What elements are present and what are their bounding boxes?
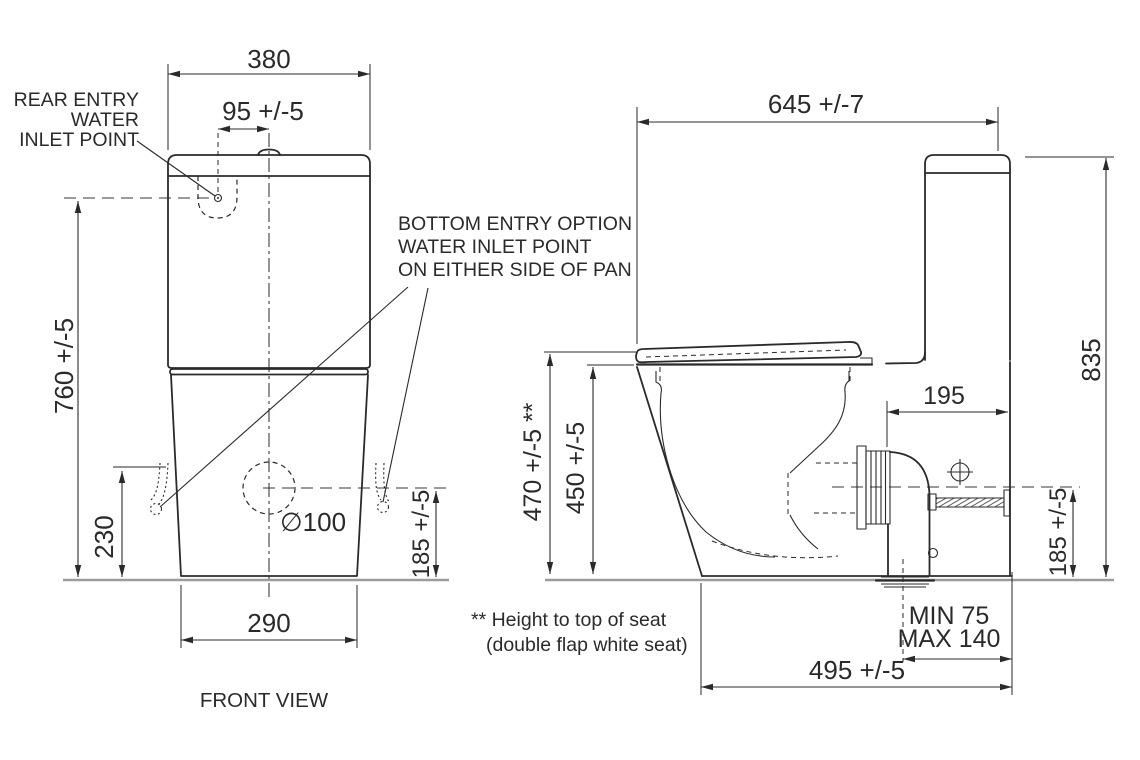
front-hidden-details: [149, 176, 391, 516]
dim-outlet-setout-label: 195: [923, 382, 965, 410]
dim-side-entry-height-label: 185 +/-5: [408, 490, 435, 579]
bowl-inner-front-wall: [655, 371, 776, 558]
dim-tank-width-label: 380: [247, 44, 290, 74]
bottom-entry-leader-right: [382, 287, 429, 503]
side-cistern-base-shoulder: [885, 351, 926, 365]
front-reference-lines: [63, 133, 449, 597]
dim-seat-top-height-label: 470 +/-5 **: [519, 402, 547, 521]
front-callouts: REAR ENTRY WATER INLET POINT BOTTOM ENTR…: [14, 89, 632, 508]
dim-seat-top-height: 470 +/-5 **: [519, 351, 636, 574]
outlet-hidden-lines: [814, 462, 857, 514]
outlet-circle-dashed: [242, 461, 296, 515]
bowl-bottom-dashed: [711, 540, 839, 559]
dim-outlet-centre-height-label: 185 +/-5: [1045, 488, 1072, 577]
crosshair-lines: [947, 459, 973, 485]
rear-entry-callout-line3: INLET POINT: [19, 129, 139, 151]
elbow-outer-edge: [889, 451, 931, 576]
rear-inlet-recess-dashed: [197, 176, 238, 219]
dim-overall-height-front: 760 +/-5: [49, 201, 82, 577]
side-view: 645 +/-7 835 470 +/-5 ** 450 +/-5 195: [471, 89, 1114, 695]
dim-pan-rim-height: 450 +/-5: [562, 364, 634, 574]
dim-outlet-setout: 195: [886, 382, 1008, 447]
bottom-entry-callout-line3: ON EITHER SIDE OF PAN: [398, 259, 632, 281]
dim-overall-height-side: 835: [1025, 156, 1114, 577]
flange-line-3: [881, 583, 929, 588]
side-seat: [635, 341, 873, 365]
left-hook-inner: [158, 462, 169, 505]
dim-setout-max-label: MAX 140: [898, 625, 1001, 653]
side-cistern-outline: [924, 154, 1011, 361]
dim-side-entry-height-front: 185 +/-5: [408, 490, 440, 579]
seat-profile: [635, 341, 863, 364]
dim-outlet-centre-height: 185 +/-5: [1045, 488, 1077, 577]
dim-tank-width: 380: [167, 44, 371, 150]
side-fixture-outline: [635, 154, 1013, 577]
left-hook-end-circle: [149, 502, 163, 516]
rear-entry-leader-line: [136, 140, 216, 197]
side-bowl-interior: [655, 367, 857, 559]
rear-inlet-point-dot: [217, 197, 219, 199]
dim-bottom-inlet-height-label: 230: [89, 515, 119, 558]
front-pan-collar: [169, 368, 369, 376]
dim-overall-depth: 645 +/-7: [636, 89, 999, 344]
seat-fixing-holes-dashed: [659, 367, 851, 384]
dim-outlet-diameter-label: ∅100: [280, 507, 346, 537]
front-view-title: FRONT VIEW: [200, 689, 329, 712]
right-hook-end-circle: [376, 500, 390, 514]
fixing-point-crosshair: [947, 459, 973, 485]
dim-bottom-inlet-height: 230: [89, 466, 166, 577]
dim-inlet-offset: 95 +/-5: [218, 96, 304, 133]
rod-end-plate: [1003, 489, 1011, 517]
floor-flange: [874, 576, 936, 588]
left-bottom-inlet-hook: [149, 462, 169, 516]
front-flush-button: [257, 148, 281, 156]
rear-entry-callout-line1: REAR ENTRY: [14, 89, 139, 111]
front-cistern-outline: [167, 154, 371, 369]
outlet-connector: [856, 445, 1011, 588]
bowl-inner-rear-wall: [817, 371, 850, 448]
seat-split-dashed-line: [645, 349, 847, 358]
trap-weir-lower: [789, 514, 819, 550]
dim-overall-height-side-label: 835: [1076, 338, 1106, 381]
side-footnote: ** Height to top of seat (double flap wh…: [471, 609, 688, 656]
side-reference-lines: [545, 486, 1114, 662]
right-hook-outer: [383, 462, 391, 504]
small-fixing-hole: [927, 547, 939, 559]
dim-setout-min-max: MIN 75 MAX 140: [898, 602, 1012, 663]
dim-base-width-label: 290: [247, 608, 290, 638]
front-fixture-outline: [167, 148, 371, 577]
coupling-rings: [870, 451, 887, 524]
dim-base-width: 290: [180, 585, 358, 648]
bottom-entry-callout-line2: WATER INLET POINT: [398, 236, 592, 258]
coupling-body: [865, 450, 891, 525]
footnote-line2: (double flap white seat): [486, 634, 688, 656]
dim-pan-rim-height-label: 450 +/-5: [562, 422, 590, 514]
dim-overall-height-front-label: 760 +/-5: [49, 318, 79, 414]
dim-setout-min-label: MIN 75: [909, 602, 990, 630]
side-dimensions: 645 +/-7 835 470 +/-5 ** 450 +/-5 195: [519, 89, 1114, 695]
dim-overall-depth-label: 645 +/-7: [768, 89, 864, 119]
trap-weir-upper: [789, 446, 819, 474]
front-pan-outline: [170, 374, 369, 577]
footnote-line1: ** Height to top of seat: [471, 609, 667, 631]
right-bottom-inlet-hook: [375, 462, 391, 514]
seat-hinge-bracket: [860, 357, 873, 365]
front-dimensions: 380 95 +/-5 760 +/-5 230 185 +/-5: [49, 44, 440, 648]
side-pan-base-and-back: [701, 361, 1013, 577]
side-pan-front-edge: [636, 366, 703, 577]
bottom-entry-callout-line1: BOTTOM ENTRY OPTION: [398, 213, 632, 235]
bottom-entry-leader-left: [159, 286, 409, 508]
front-view: 380 95 +/-5 760 +/-5 230 185 +/-5: [14, 44, 632, 712]
dim-inlet-offset-label: 95 +/-5: [222, 96, 304, 126]
rear-inlet-point-circle: [213, 193, 223, 203]
threaded-rod: [935, 497, 1005, 508]
dim-base-depth: 495 +/-5: [700, 572, 1013, 695]
dim-base-depth-label: 495 +/-5: [809, 655, 905, 685]
left-hook-outer: [150, 462, 161, 501]
right-hook-inner: [375, 462, 382, 501]
rear-entry-callout-line2: WATER: [71, 109, 139, 131]
